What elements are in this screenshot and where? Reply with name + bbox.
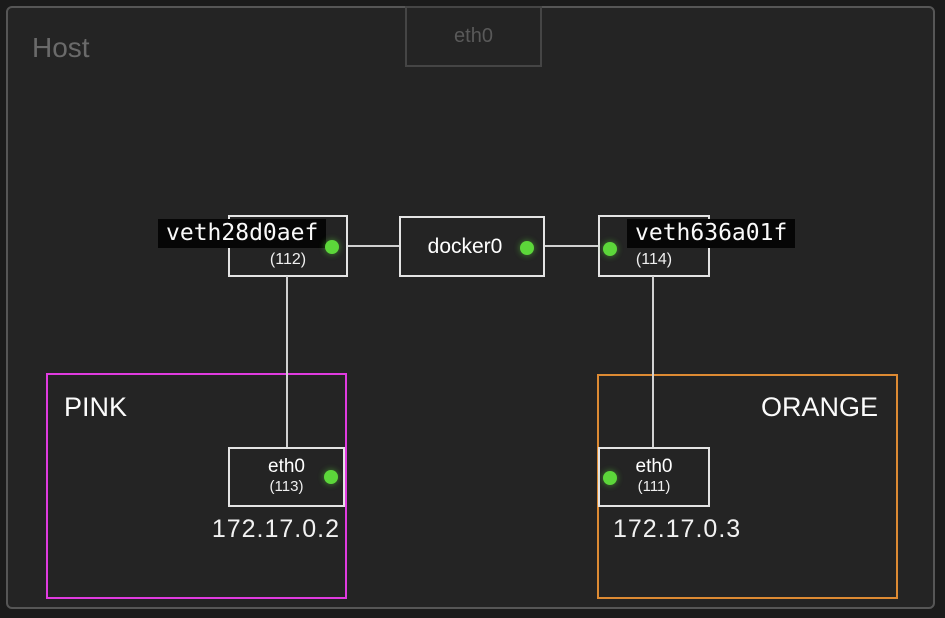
veth-left-label: veth28d0aef <box>158 219 327 248</box>
host-eth0-box: eth0 <box>405 6 542 67</box>
connector-vethleft-docker0 <box>348 245 399 247</box>
status-dot-icon <box>603 242 617 256</box>
container-orange-ip: 172.17.0.3 <box>613 515 742 543</box>
container-orange-label: ORANGE <box>760 392 878 422</box>
container-pink-ip: 172.17.0.2 <box>211 515 340 543</box>
container-orange-eth0-label: eth0 <box>635 456 673 477</box>
connector-vethright-orange-eth0 <box>652 276 654 448</box>
connector-docker0-vethright <box>545 245 598 247</box>
host-box: Host <box>6 6 935 609</box>
container-pink-label: PINK <box>64 392 128 422</box>
host-eth0-label: eth0 <box>454 25 493 47</box>
docker0-box: docker0 <box>399 216 545 277</box>
connector-vethleft-pink-eth0 <box>286 276 288 448</box>
docker0-label: docker0 <box>427 234 503 258</box>
host-label: Host <box>32 32 90 63</box>
veth-left-index: (112) <box>269 251 307 268</box>
container-pink-eth0-box: eth0 (113) <box>228 447 345 507</box>
status-dot-icon <box>325 240 339 254</box>
veth-right-index: (114) <box>635 251 673 268</box>
container-orange-eth0-box: eth0 (111) <box>598 447 710 507</box>
status-dot-icon <box>603 471 617 485</box>
container-orange-eth0-index: (111) <box>637 478 671 495</box>
container-pink-eth0-label: eth0 <box>268 456 305 477</box>
container-pink-box <box>46 373 347 599</box>
status-dot-icon <box>520 241 534 255</box>
status-dot-icon <box>324 470 338 484</box>
veth-right-label: veth636a01f <box>627 219 796 248</box>
container-pink-eth0-index: (113) <box>269 478 304 495</box>
